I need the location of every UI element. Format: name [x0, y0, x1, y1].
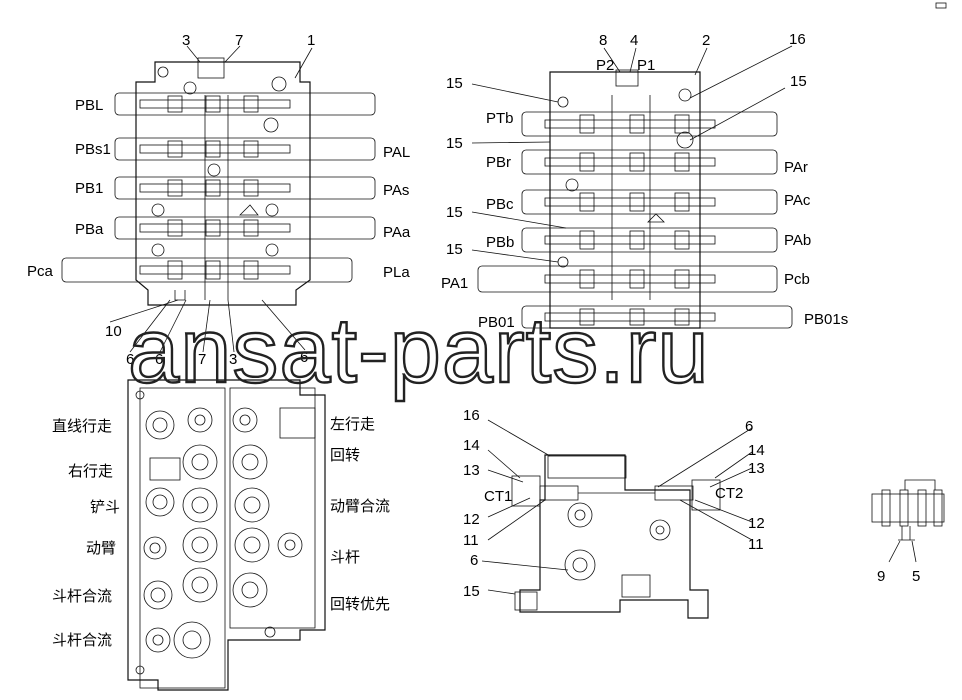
- port-par: PAr: [784, 159, 808, 176]
- callout-2: 2: [702, 32, 710, 49]
- callout-1: 1: [307, 32, 315, 49]
- label-left-travel: 左行走: [330, 415, 375, 433]
- port-pbc: PBc: [486, 196, 514, 213]
- watermark-text: ansat-parts.ru: [128, 300, 710, 402]
- callout-7: 7: [235, 32, 243, 49]
- port-p1: P1: [637, 57, 655, 74]
- callout-15b: 15: [790, 73, 807, 90]
- label-swing: 回转: [330, 446, 360, 464]
- port-pb1: PB1: [75, 180, 103, 197]
- callout-3b: 3: [229, 351, 237, 368]
- port-paa: PAa: [383, 224, 411, 241]
- port-pb01s: PB01s: [804, 311, 848, 328]
- port-pac: PAc: [784, 192, 811, 209]
- label-boom-confluence: 动臂合流: [330, 497, 390, 515]
- callout-15f: 15: [463, 583, 480, 600]
- label-swing-priority: 回转优先: [330, 595, 390, 613]
- callout-13a: 13: [463, 462, 480, 479]
- label-ct1: CT1: [484, 488, 512, 505]
- detail-view: [871, 2, 947, 563]
- port-pbl: PBL: [75, 97, 103, 114]
- right-top-valve-view: [477, 69, 793, 329]
- callout-4: 4: [630, 32, 638, 49]
- label-arm: 斗杆: [330, 548, 360, 566]
- port-pal: PAL: [383, 144, 410, 161]
- callout-16: 16: [789, 31, 806, 48]
- port-ptb: PTb: [486, 110, 514, 127]
- port-pb01: PB01: [478, 314, 515, 331]
- left-top-valve-view: [61, 57, 376, 306]
- port-pab: PAb: [784, 232, 811, 249]
- callout-11b: 11: [748, 536, 764, 553]
- callout-6b: 6: [155, 351, 163, 368]
- callout-3: 3: [182, 32, 190, 49]
- leader-lines: [109, 45, 793, 595]
- callout-15c: 15: [446, 135, 463, 152]
- label-arm-confluence-2: 斗杆合流: [52, 631, 112, 649]
- port-pcb: Pcb: [784, 271, 810, 288]
- port-pbb: PBb: [486, 234, 514, 251]
- left-bottom-valve-view: [127, 379, 326, 691]
- port-pba: PBa: [75, 221, 104, 238]
- callout-6d: 6: [470, 552, 478, 569]
- callout-11a: 11: [463, 532, 479, 549]
- port-pbs1: PBs1: [75, 141, 111, 158]
- port-pla: PLa: [383, 264, 410, 281]
- right-bottom-valve-view: [511, 454, 721, 619]
- callout-16b: 16: [463, 407, 480, 424]
- label-boom: 动臂: [86, 539, 116, 557]
- label-arm-confluence-1: 斗杆合流: [52, 587, 112, 605]
- callout-12a: 12: [463, 511, 480, 528]
- callout-6e: 6: [745, 418, 753, 435]
- callout-6a: 6: [126, 351, 134, 368]
- label-bucket: 铲斗: [90, 498, 120, 516]
- callout-14a: 14: [463, 437, 480, 454]
- callout-6c: 6: [300, 349, 308, 366]
- callout-10: 10: [105, 323, 122, 340]
- callout-9: 9: [877, 568, 885, 585]
- label-straight-travel: 直线行走: [52, 417, 112, 435]
- port-p2: P2: [596, 57, 614, 74]
- label-right-travel: 右行走: [68, 462, 113, 480]
- callout-15d: 15: [446, 204, 463, 221]
- port-pas: PAs: [383, 182, 409, 199]
- callout-13b: 13: [748, 460, 765, 477]
- callout-7b: 7: [198, 351, 206, 368]
- callout-14b: 14: [748, 442, 765, 459]
- callout-5: 5: [912, 568, 920, 585]
- callout-12b: 12: [748, 515, 765, 532]
- port-pbr: PBr: [486, 154, 511, 171]
- port-pa1: PA1: [441, 275, 468, 292]
- callout-8: 8: [599, 32, 607, 49]
- label-ct2: CT2: [715, 485, 743, 502]
- port-pca: Pca: [27, 263, 54, 280]
- callout-15e: 15: [446, 241, 463, 258]
- callout-15a: 15: [446, 75, 463, 92]
